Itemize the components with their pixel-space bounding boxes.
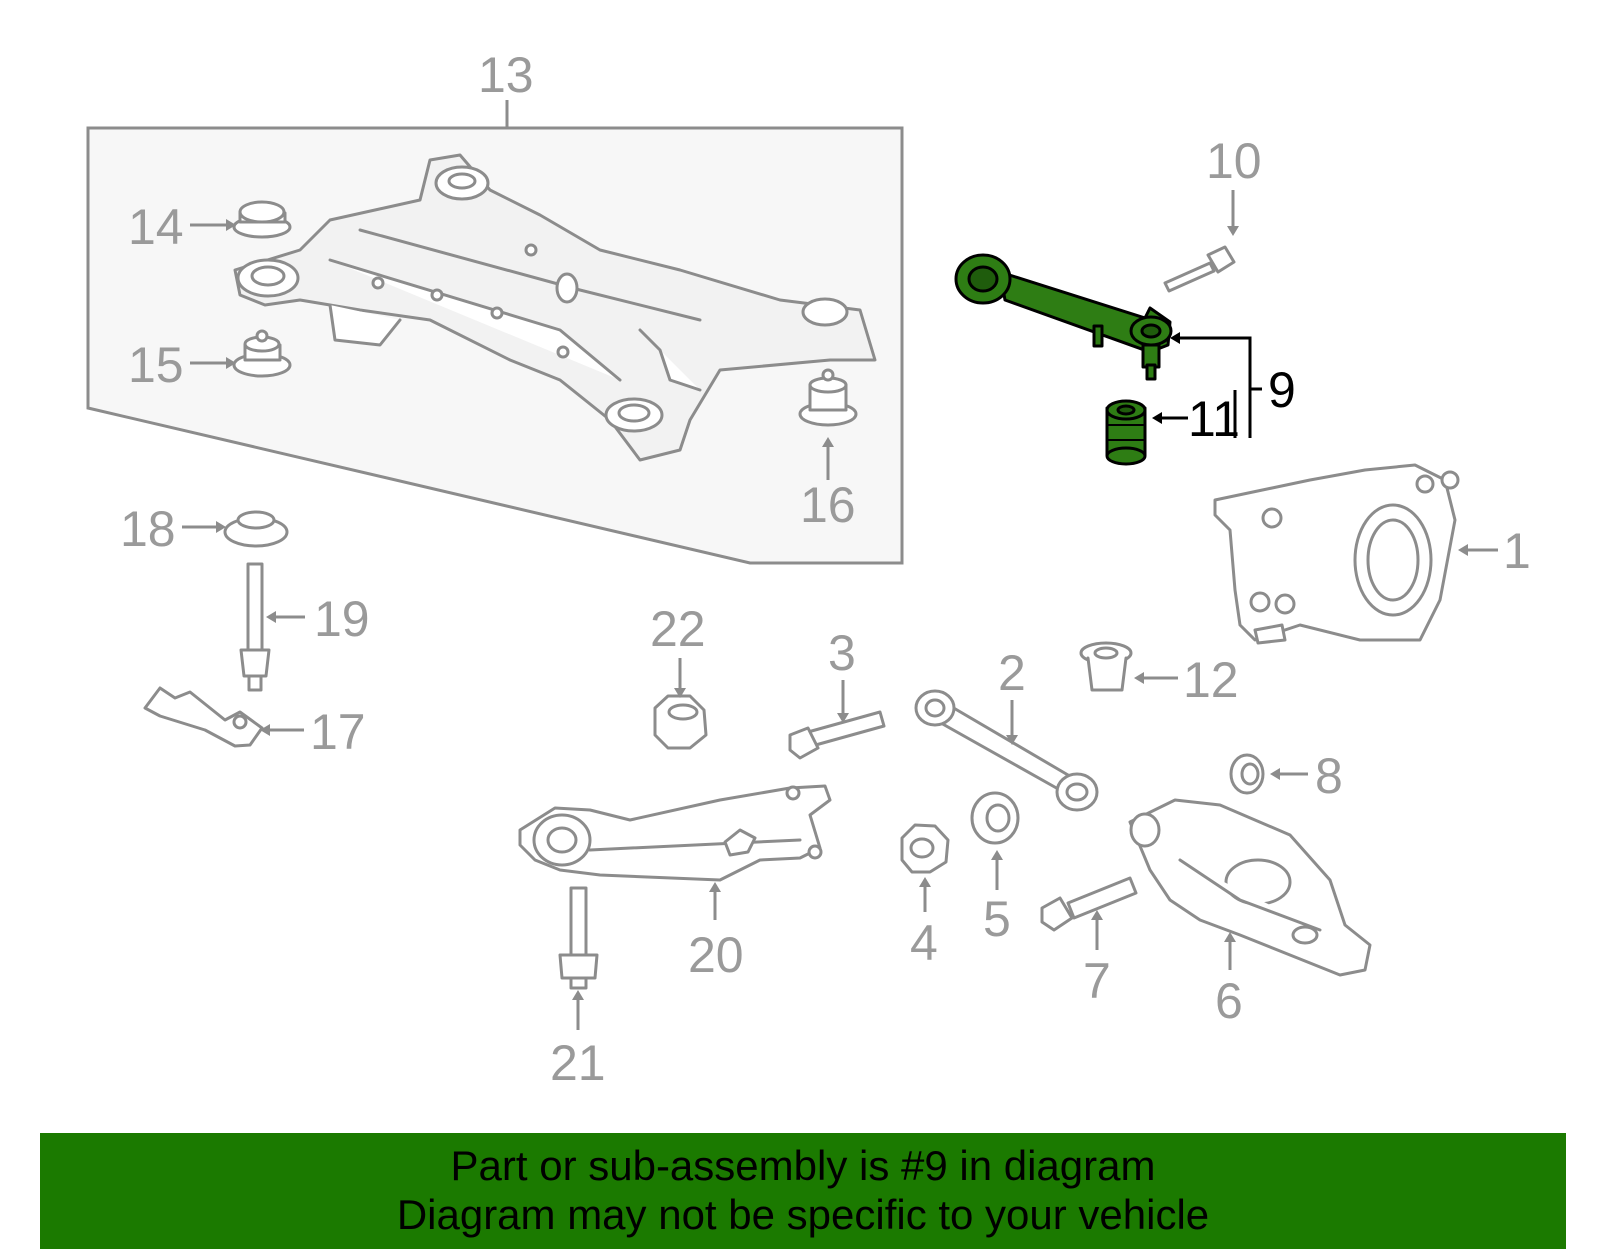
callout-7: 7 — [1083, 953, 1111, 1009]
callout-3: 3 — [828, 625, 856, 681]
leader-9 — [1178, 336, 1252, 438]
part-2-link — [914, 689, 1099, 812]
callout-18: 18 — [120, 501, 176, 557]
part-14-mount — [232, 200, 292, 239]
callout-1: 1 — [1503, 523, 1531, 579]
banner-line-disclaimer: Diagram may not be specific to your vehi… — [396, 1191, 1210, 1238]
subframe-assembly-group: 13 14 — [86, 47, 904, 565]
part-8-washer — [1229, 753, 1265, 795]
callout-12: 12 — [1183, 652, 1239, 708]
part-5-washer — [970, 791, 1020, 845]
part-21-bolt — [558, 886, 599, 990]
callout-19: 19 — [314, 591, 370, 647]
part-18-washer — [223, 510, 289, 548]
part-3-bolt — [788, 710, 886, 760]
callout-17: 17 — [310, 704, 366, 760]
callout-4: 4 — [910, 915, 938, 971]
part-16-bushing — [798, 368, 858, 427]
rear-subframe — [233, 153, 877, 462]
banner-line-part-number: Part or sub-assembly is #9 in diagram — [450, 1142, 1156, 1189]
callout-11: 11 — [1188, 391, 1240, 447]
callout-14: 14 — [128, 199, 184, 255]
part-19-bolt — [239, 562, 271, 692]
part-10-bolt — [1163, 245, 1236, 293]
part-4-nut — [900, 823, 950, 874]
part-20-trailing-arm — [518, 784, 832, 882]
part-11-bushing — [1105, 399, 1147, 466]
callout-5: 5 — [983, 891, 1011, 947]
part-7-bolt — [1040, 876, 1138, 932]
callout-8: 8 — [1315, 748, 1343, 804]
callout-6: 6 — [1215, 973, 1243, 1029]
part-1-knuckle — [1213, 463, 1460, 645]
part-22-nut — [653, 694, 708, 750]
callout-15: 15 — [128, 337, 184, 393]
callout-10: 10 — [1206, 133, 1262, 189]
part-15-mount — [232, 329, 292, 378]
callout-9: 9 — [1268, 362, 1296, 418]
callout-2: 2 — [998, 645, 1026, 701]
callout-13: 13 — [478, 47, 534, 103]
info-banner: Part or sub-assembly is #9 in diagram Di… — [40, 1133, 1566, 1249]
part-17-bracket — [143, 686, 264, 748]
part-6-lower-arm — [1128, 798, 1372, 977]
callout-20: 20 — [688, 927, 744, 983]
parts-diagram: 13 14 — [86, 47, 1531, 1091]
callout-16: 16 — [800, 477, 856, 533]
part-9-upper-arm — [954, 253, 1173, 381]
part-12-bushing — [1079, 641, 1133, 692]
callout-21: 21 — [550, 1035, 606, 1091]
callout-22: 22 — [650, 601, 706, 657]
